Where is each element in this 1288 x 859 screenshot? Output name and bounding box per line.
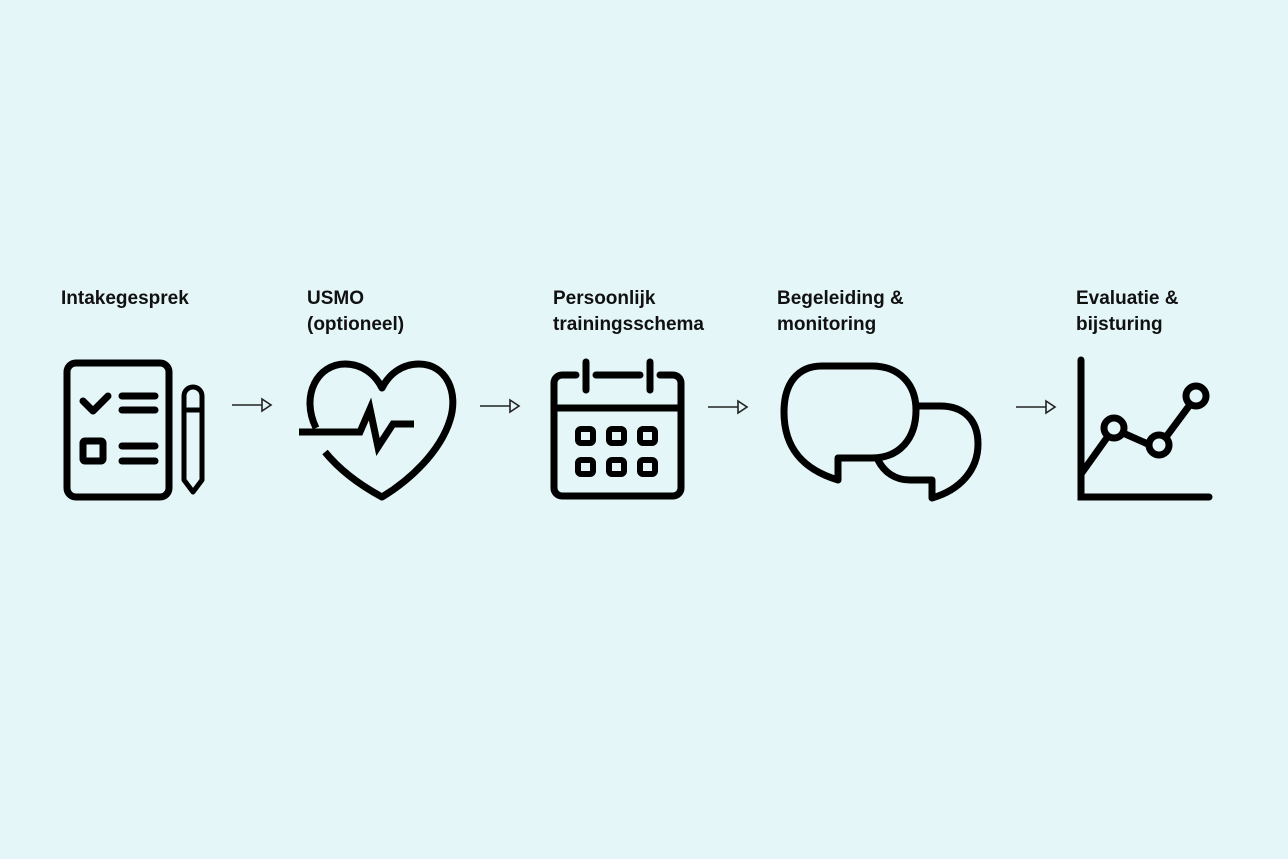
arrow-right-icon — [480, 398, 521, 414]
step-3-label: Persoonlijk trainingsschema — [553, 288, 704, 335]
calendar-icon — [550, 358, 685, 500]
step-2-label: USMO (optioneel) — [307, 288, 405, 335]
chat-bubbles-icon — [780, 362, 982, 502]
step-4-label: Begeleiding & monitoring — [777, 288, 904, 335]
arrow-right-icon — [232, 397, 273, 413]
arrow-right-icon — [708, 399, 749, 415]
heartbeat-icon — [299, 360, 457, 501]
line-chart-icon — [1077, 356, 1213, 501]
step-5-label: Evaluatie & bijsturing — [1076, 288, 1179, 335]
clipboard-checklist-icon — [63, 359, 205, 501]
arrow-right-icon — [1016, 399, 1057, 415]
step-1-label: Intakegesprek — [61, 288, 189, 309]
